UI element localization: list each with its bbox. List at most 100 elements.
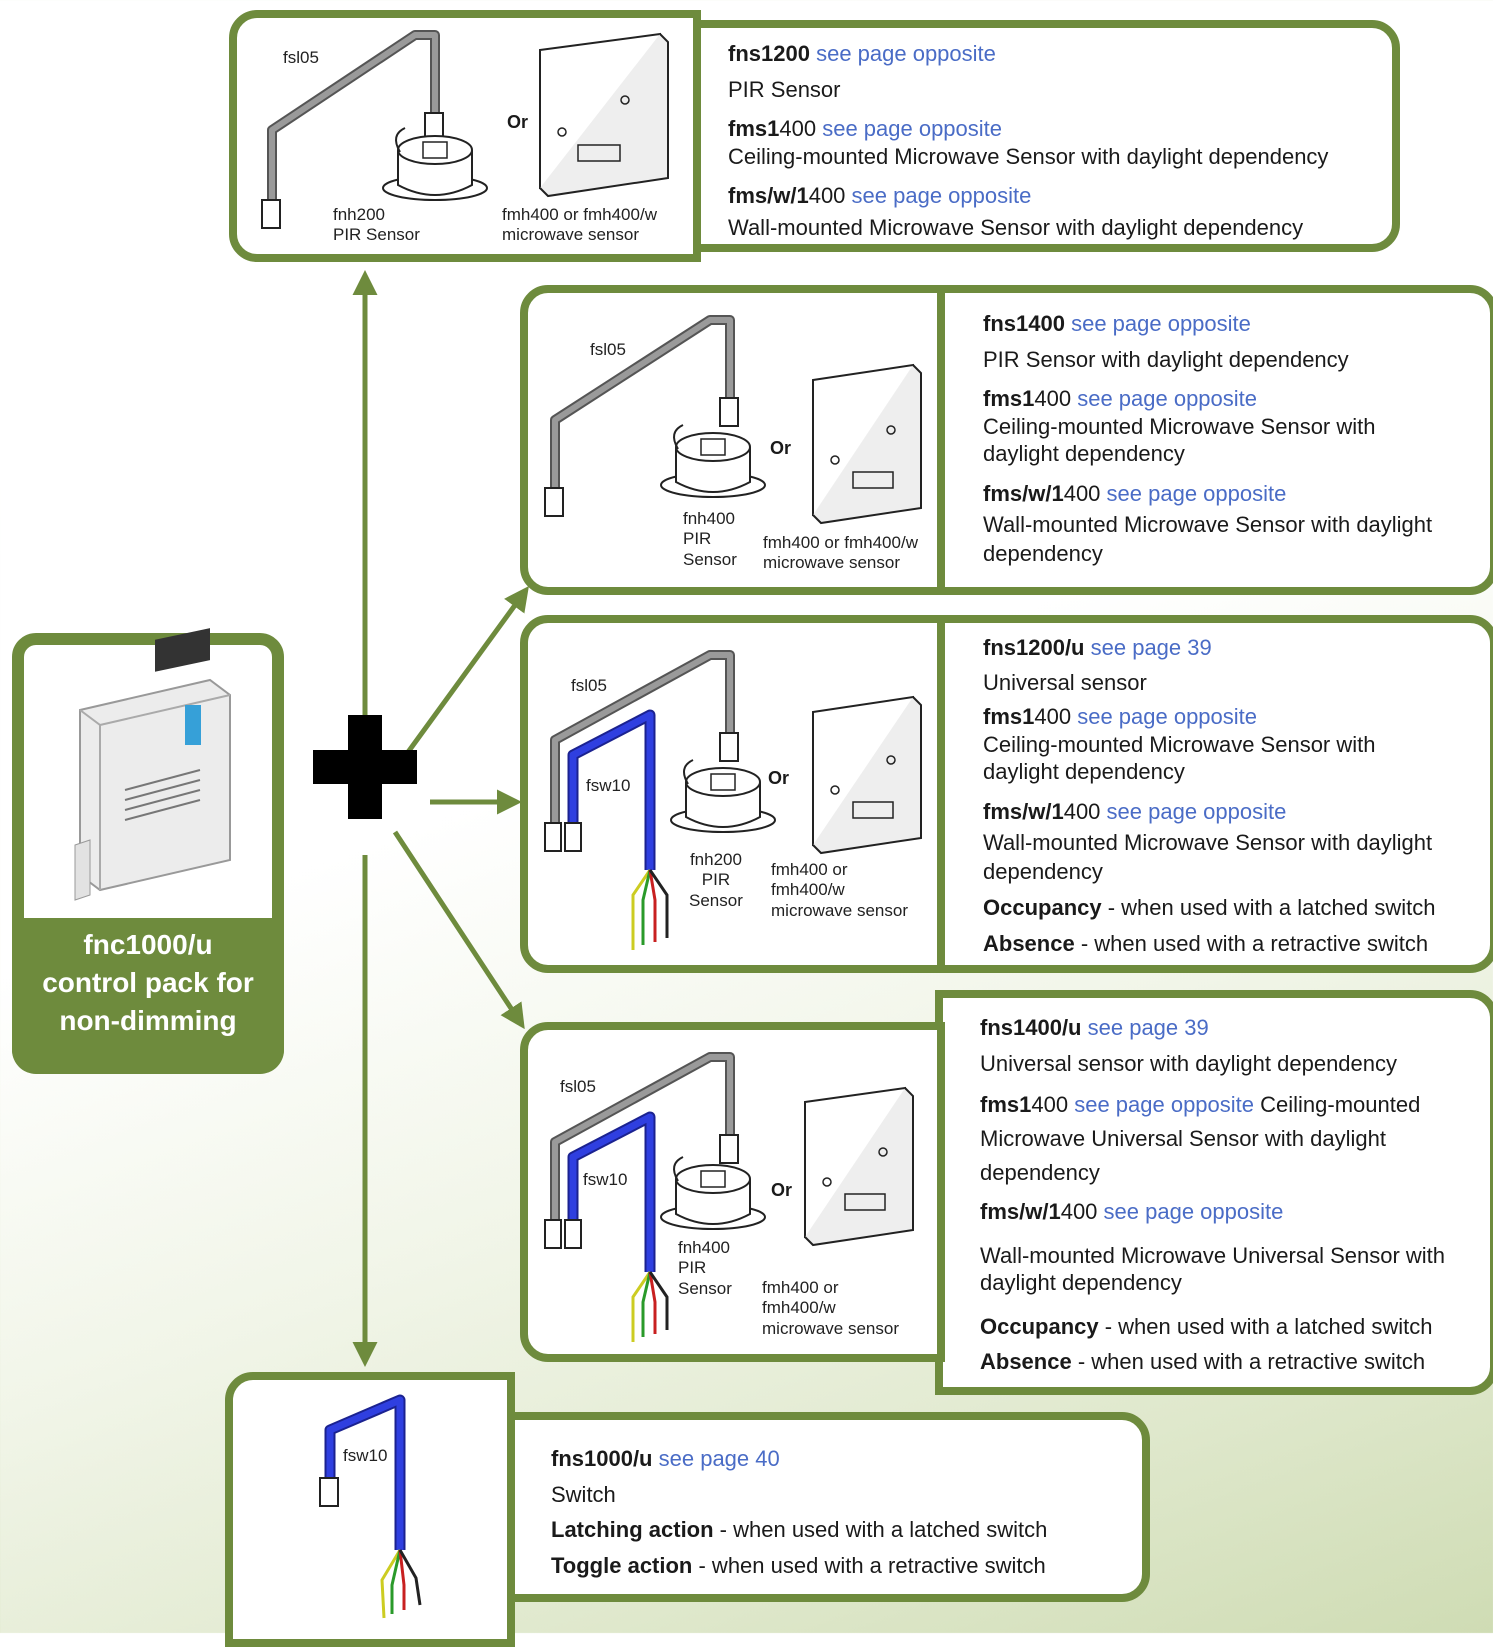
pir-sensor-icon	[382, 127, 488, 201]
cable-plug-icon	[544, 487, 564, 517]
mode-absence: Absence - when used with a retractive sw…	[980, 1348, 1485, 1376]
box3-sensor-type: PIR	[701, 870, 731, 890]
box1-wall-model: fmh400 or fmh400/w	[502, 205, 657, 224]
wall-sensor-icon	[812, 363, 922, 525]
mode-occupancy: Occupancy - when used with a latched swi…	[983, 894, 1483, 922]
page-link[interactable]: see page opposite	[851, 183, 1032, 208]
page-link[interactable]: see page opposite	[1106, 798, 1287, 824]
box5-wire-label: fsw10	[343, 1446, 388, 1465]
mode-toggle: Toggle action - when used with a retract…	[551, 1552, 1131, 1580]
product-code: fms/w/1	[983, 798, 1064, 824]
product-desc: Wall-mounted Microwave Sensor with dayli…	[983, 830, 1433, 884]
box1-text: fns1200 see page opposite PIR Sensor fms…	[728, 40, 1393, 241]
product-code: fms1	[728, 116, 780, 141]
mode-absence: Absence - when used with a retractive sw…	[983, 930, 1483, 958]
page-link[interactable]: see page opposite	[816, 41, 996, 66]
product-code-suffix: 400	[1060, 1199, 1098, 1225]
controller-caption-line3: non-dimming	[59, 1004, 237, 1036]
product-code: fms/w/1	[980, 1199, 1061, 1225]
product-code-suffix: 400	[1063, 480, 1101, 506]
mode-name: Latching action	[551, 1517, 714, 1542]
cable-plug-icon	[719, 732, 739, 762]
pir-sensor-icon	[670, 759, 776, 833]
product-code: fns1200/u	[983, 635, 1085, 660]
product-desc: Ceiling-mounted	[1254, 1092, 1421, 1117]
box4-sensor-model: fnh400	[678, 1238, 730, 1257]
product-desc: PIR Sensor	[728, 76, 841, 102]
page-link[interactable]: see page opposite	[1077, 386, 1258, 411]
box4-sensor-label: fnh400 PIR Sensor	[678, 1238, 732, 1299]
product-desc-line2: Microwave Universal Sensor with daylight	[980, 1126, 1386, 1152]
box4-sensor-type: PIR	[678, 1258, 707, 1278]
page-link[interactable]: see page opposite	[1071, 311, 1251, 336]
product-desc: Switch	[551, 1481, 616, 1507]
cable-plug-icon	[544, 1219, 562, 1249]
box2-text-panel	[935, 285, 1493, 595]
box3-wall-label: fmh400 or fmh400/w microwave sensor	[771, 860, 908, 921]
page-link[interactable]: see page opposite	[1077, 704, 1258, 729]
box2-wall-model: fmh400 or fmh400/w	[763, 533, 918, 552]
box2-wall-type: microwave sensor	[763, 553, 900, 573]
product-code-suffix: 400	[1031, 1092, 1069, 1117]
box3-wall-type: microwave sensor	[771, 900, 908, 920]
box4-wall-type: microwave sensor	[762, 1318, 899, 1338]
wall-sensor-icon	[812, 695, 922, 855]
product-code: fms/w/1	[728, 183, 809, 208]
box3-wall-model: fmh400 or	[771, 860, 848, 879]
box2-sensor-type: PIR	[683, 529, 712, 549]
product-code-suffix: 400	[1034, 704, 1072, 729]
cable-plug-icon	[719, 1134, 739, 1164]
box5-diagram	[319, 1394, 422, 1619]
cable-plug-icon	[261, 199, 281, 229]
arrow-lower-right	[392, 830, 525, 1030]
product-desc: Wall-mounted Microwave Universal Sensor …	[980, 1242, 1446, 1296]
box5-text: fns1000/u see page 40 Switch Latching ac…	[551, 1445, 1131, 1579]
page-link[interactable]: see page 39	[1087, 1015, 1209, 1040]
product-desc: Universal sensor	[983, 669, 1147, 695]
page-link[interactable]: see page opposite	[822, 116, 1003, 141]
mode-occupancy: Occupancy - when used with a latched swi…	[980, 1313, 1485, 1341]
box3-sensor-model: fnh200	[689, 850, 742, 869]
product-desc: Universal sensor with daylight dependenc…	[980, 1050, 1398, 1076]
mode-name: Occupancy	[980, 1313, 1099, 1339]
box1-sensor-type: PIR Sensor	[333, 225, 420, 245]
box1-sensor-label: fnh200 PIR Sensor	[333, 205, 420, 246]
box4-wall-model-2: fmh400/w	[762, 1298, 836, 1318]
box3-cable-label: fsl05	[571, 676, 607, 695]
product-desc: Ceiling-mounted Microwave Sensor with da…	[983, 413, 1376, 467]
cable-plug-icon	[719, 397, 739, 427]
mode-text: - when used with a retractive switch	[1074, 930, 1429, 956]
box3-diagram	[544, 650, 922, 950]
box4-wall-label: fmh400 or fmh400/w microwave sensor	[762, 1278, 899, 1339]
page-link[interactable]: see page opposite	[1106, 480, 1287, 506]
page-link[interactable]: see page 39	[1090, 635, 1212, 660]
box3-sensor-label: fnh200 PIR Sensor	[689, 850, 743, 911]
wall-sensor-icon	[804, 1086, 914, 1247]
mode-name: Absence	[983, 930, 1075, 956]
mode-text: - when used with a latched switch	[1101, 895, 1436, 921]
product-code-suffix: 400	[808, 183, 846, 208]
product-desc: Ceiling-mounted Microwave Sensor with da…	[728, 143, 1329, 169]
controller-caption: fnc1000/u control pack for non-dimming	[12, 918, 284, 1074]
box4-or-label: Or	[771, 1180, 793, 1200]
arrow-upper-right	[392, 585, 529, 772]
page-link[interactable]: see page opposite	[1074, 1092, 1255, 1117]
cable-plug-icon	[319, 1477, 339, 1507]
box1-diagram	[261, 30, 669, 229]
cable-plug-icon	[544, 822, 562, 852]
box2-text: fns1400 see page opposite PIR Sensor wit…	[983, 310, 1483, 568]
box2-sensor-model: fnh400	[683, 509, 735, 528]
product-code: fns1200	[728, 41, 810, 66]
box3-text: fns1200/u see page 39 Universal sensor f…	[983, 634, 1483, 957]
page-link[interactable]: see page opposite	[1103, 1199, 1284, 1225]
product-code-suffix: 400	[1034, 386, 1072, 411]
wire-ends	[631, 869, 669, 950]
product-code: fms1	[983, 704, 1035, 729]
product-desc-line3: dependency	[980, 1160, 1100, 1186]
box4-wall-model: fmh400 or	[762, 1278, 839, 1297]
controller-caption-line1: fnc1000/u	[83, 929, 213, 960]
product-code: fms/w/1	[983, 480, 1064, 506]
mode-text: - when used with a latched switch	[713, 1517, 1048, 1542]
page-link[interactable]: see page 40	[658, 1446, 780, 1471]
box2-sensor-label: fnh400 PIR Sensor	[683, 509, 737, 570]
